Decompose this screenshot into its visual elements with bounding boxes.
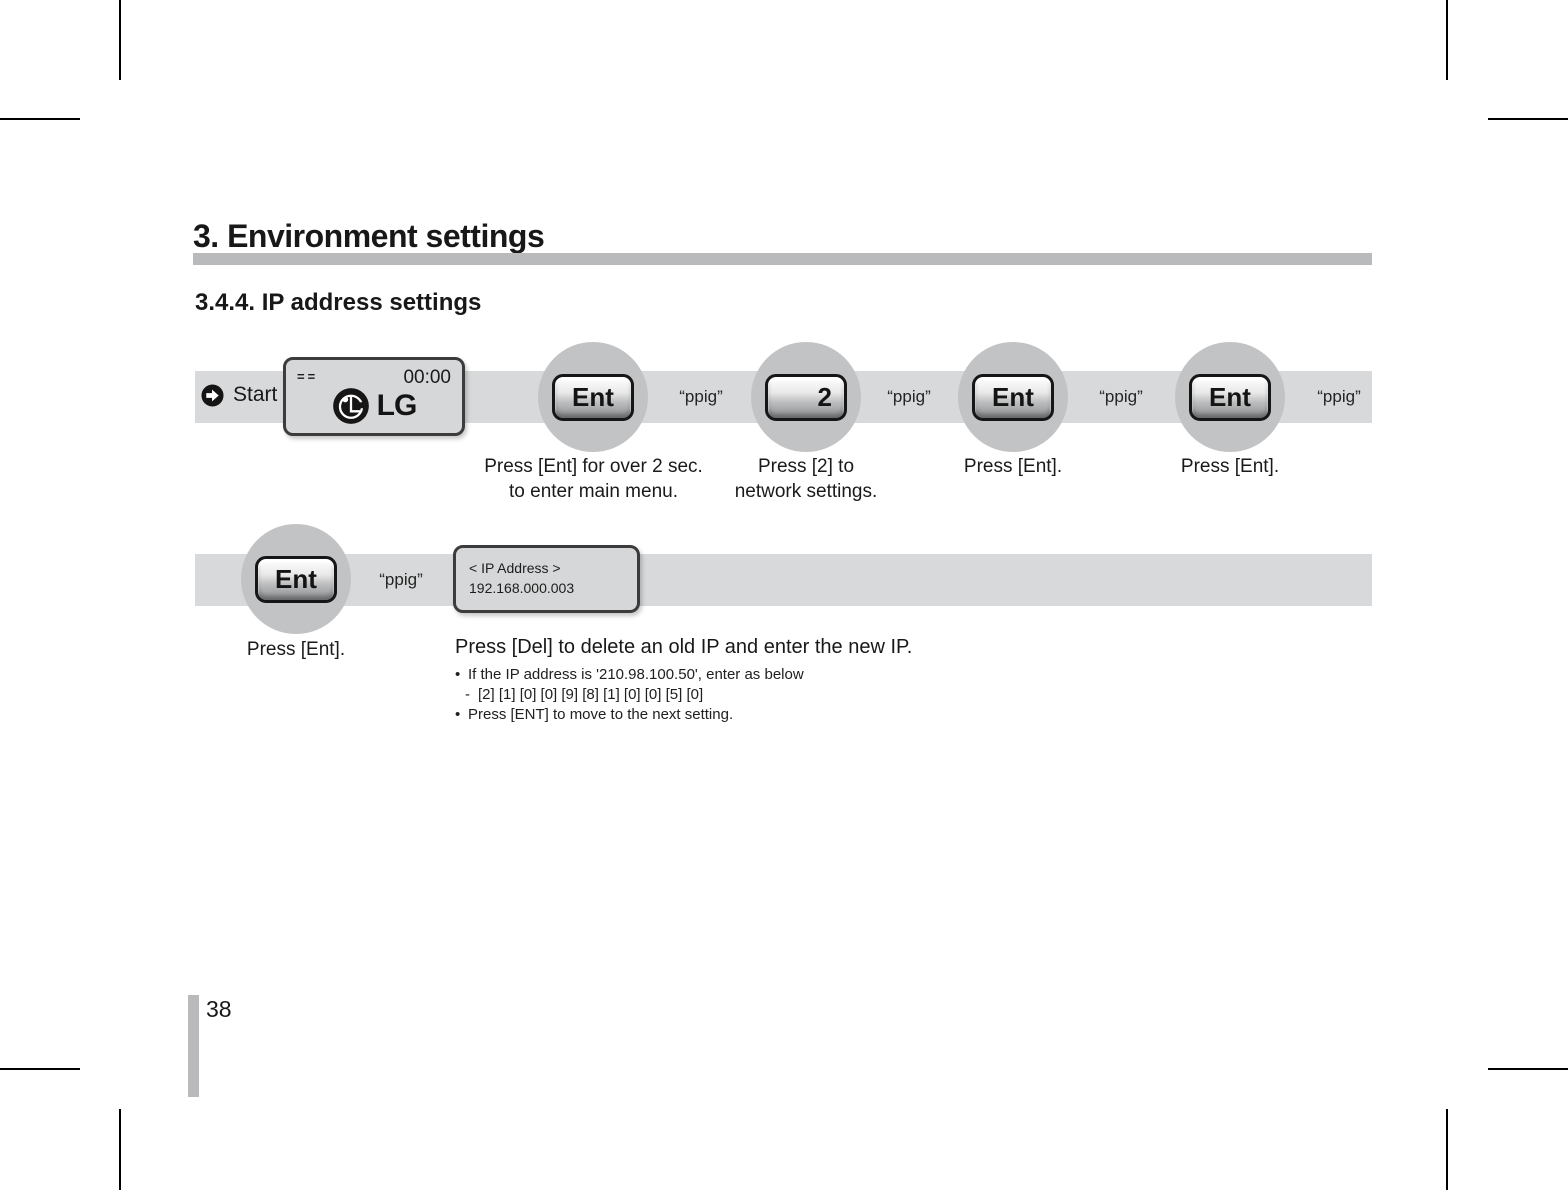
crop-mark-bottom-right-h [1488,1068,1568,1070]
bullet-marker: • [455,706,461,723]
crop-mark-bottom-right-v [1446,1109,1448,1190]
flow-band-row2 [195,554,1372,606]
beep-sound-label: “ppig” [887,387,931,406]
bullet-marker: • [455,666,461,683]
bullet-text: [2] [1] [0] [0] [9] [8] [1] [0] [0] [5] … [478,686,704,703]
page-number-bar [188,995,199,1097]
crop-mark-bottom-left-v [119,1109,121,1190]
number-2-key-button: 2 [765,373,847,421]
beep-sound-label: “ppig” [679,387,723,406]
step-caption: Press [Ent]. [1180,456,1280,477]
start-label: Start [233,383,278,406]
instruction-sub-bullet: - [2] [1] [0] [0] [9] [8] [1] [0] [0] [5… [465,685,912,704]
crop-mark-top-left-h [0,118,80,120]
keypad-circle: Ent [958,342,1068,452]
subsection-title: 3.4.4. IP address settings [195,289,482,316]
lcd-display-home: == 00:00 LG [283,357,465,436]
crop-mark-top-right-h [1488,118,1568,120]
section-title: 3. Environment settings [193,218,545,254]
crop-mark-top-left-v [119,0,121,80]
ent-key-button: Ent [552,373,634,421]
ent-key-button: Ent [255,555,337,603]
keypad-circle: Ent [538,342,648,452]
bullet-text: If the IP address is '210.98.100.50', en… [468,666,804,683]
step-caption: Press [2] to network settings. [734,456,878,502]
instruction-block: Press [Del] to delete an old IP and ente… [455,636,912,724]
page-number: 38 [206,996,232,1022]
instruction-bullet: • Press [ENT] to move to the next settin… [455,705,912,724]
lg-logo-text: LG [376,389,418,422]
crop-mark-top-right-v [1446,0,1448,80]
instruction-heading: Press [Del] to delete an old IP and ente… [455,636,913,658]
start-marker: Start [201,383,277,407]
lcd-display-ip-address: < IP Address > 192.168.000.003 [453,545,640,613]
beep-sound-label: “ppig” [1317,387,1361,406]
bullet-marker: - [465,686,470,703]
keypad-circle: Ent [1175,342,1285,452]
beep-sound-label: “ppig” [1099,387,1143,406]
step-caption: Press [Ent]. [246,639,346,660]
section-title-underline [193,253,1372,265]
ent-key-button: Ent [1189,373,1271,421]
bullet-text: Press [ENT] to move to the next setting. [468,706,734,723]
lcd-menu-title: < IP Address > [469,560,561,576]
keypad-circle: Ent [241,524,351,634]
step-caption: Press [Ent] for over 2 sec. to enter mai… [484,456,703,502]
keypad-circle: 2 [751,342,861,452]
crop-mark-bottom-left-h [0,1068,80,1070]
lcd-ip-value: 192.168.000.003 [469,580,575,596]
lcd-clock: 00:00 [403,367,451,388]
beep-sound-label: “ppig” [379,570,423,589]
step-caption: Press [Ent]. [963,456,1063,477]
lcd-status-text: == [297,369,319,384]
lg-logo-icon [332,388,369,424]
start-arrow-icon [201,383,224,407]
instruction-bullet: • If the IP address is '210.98.100.50', … [455,665,912,684]
ent-key-button: Ent [972,373,1054,421]
